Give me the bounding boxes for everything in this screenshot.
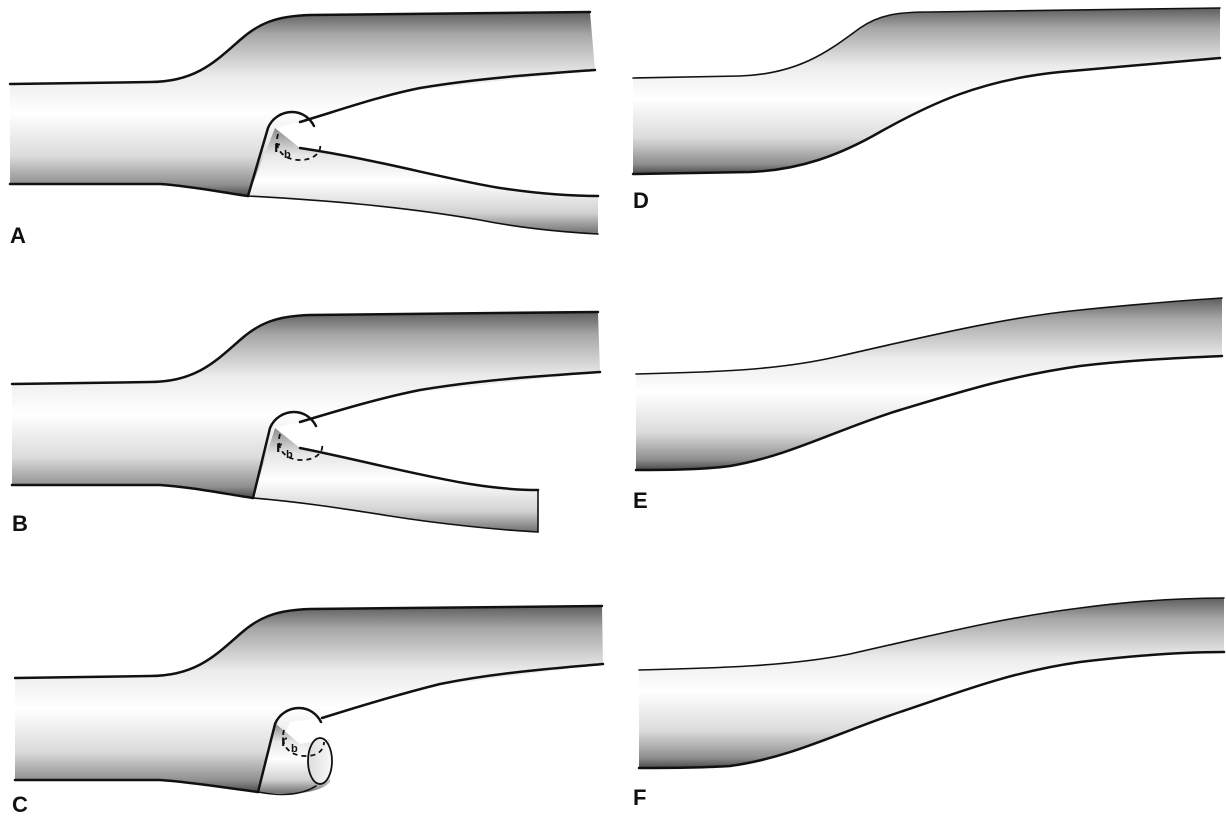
panel-c: r b C [12, 606, 603, 817]
panel-label-d: D [633, 188, 649, 213]
panel-label-c: C [12, 792, 28, 817]
radius-marker-subscript: b [286, 449, 293, 461]
daughter-branch [248, 128, 598, 234]
panel-b: r b B [12, 312, 600, 536]
panel-label-b: B [12, 511, 28, 536]
radius-marker-r: r [276, 439, 282, 456]
daughter-branch-truncated [253, 428, 538, 532]
single-vessel [639, 598, 1224, 768]
radius-marker-subscript: b [291, 743, 298, 755]
single-vessel [636, 298, 1222, 470]
panel-f: F [633, 598, 1224, 810]
panel-e: E [633, 298, 1222, 513]
panel-d: D [633, 8, 1220, 213]
panel-label-a: A [10, 223, 26, 248]
radius-marker-r: r [274, 139, 280, 156]
radius-marker-r: r [281, 733, 287, 750]
panel-label-f: F [633, 785, 646, 810]
single-vessel [633, 8, 1220, 174]
panel-label-e: E [633, 488, 648, 513]
panel-a: r b A [10, 12, 598, 248]
radius-marker-subscript: b [284, 149, 291, 161]
